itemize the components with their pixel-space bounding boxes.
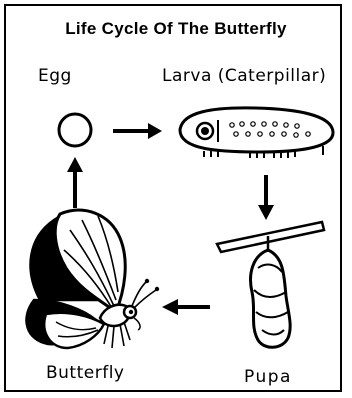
chrysalis-icon — [217, 222, 324, 347]
caterpillar-icon — [180, 108, 333, 158]
egg-icon — [59, 114, 91, 146]
arrow-butterfly-to-egg — [67, 157, 83, 208]
arrow-larva-to-pupa — [258, 175, 274, 220]
butterfly-icon — [26, 210, 159, 348]
arrow-egg-to-larva — [113, 123, 162, 139]
arrow-pupa-to-butterfly — [162, 299, 210, 315]
